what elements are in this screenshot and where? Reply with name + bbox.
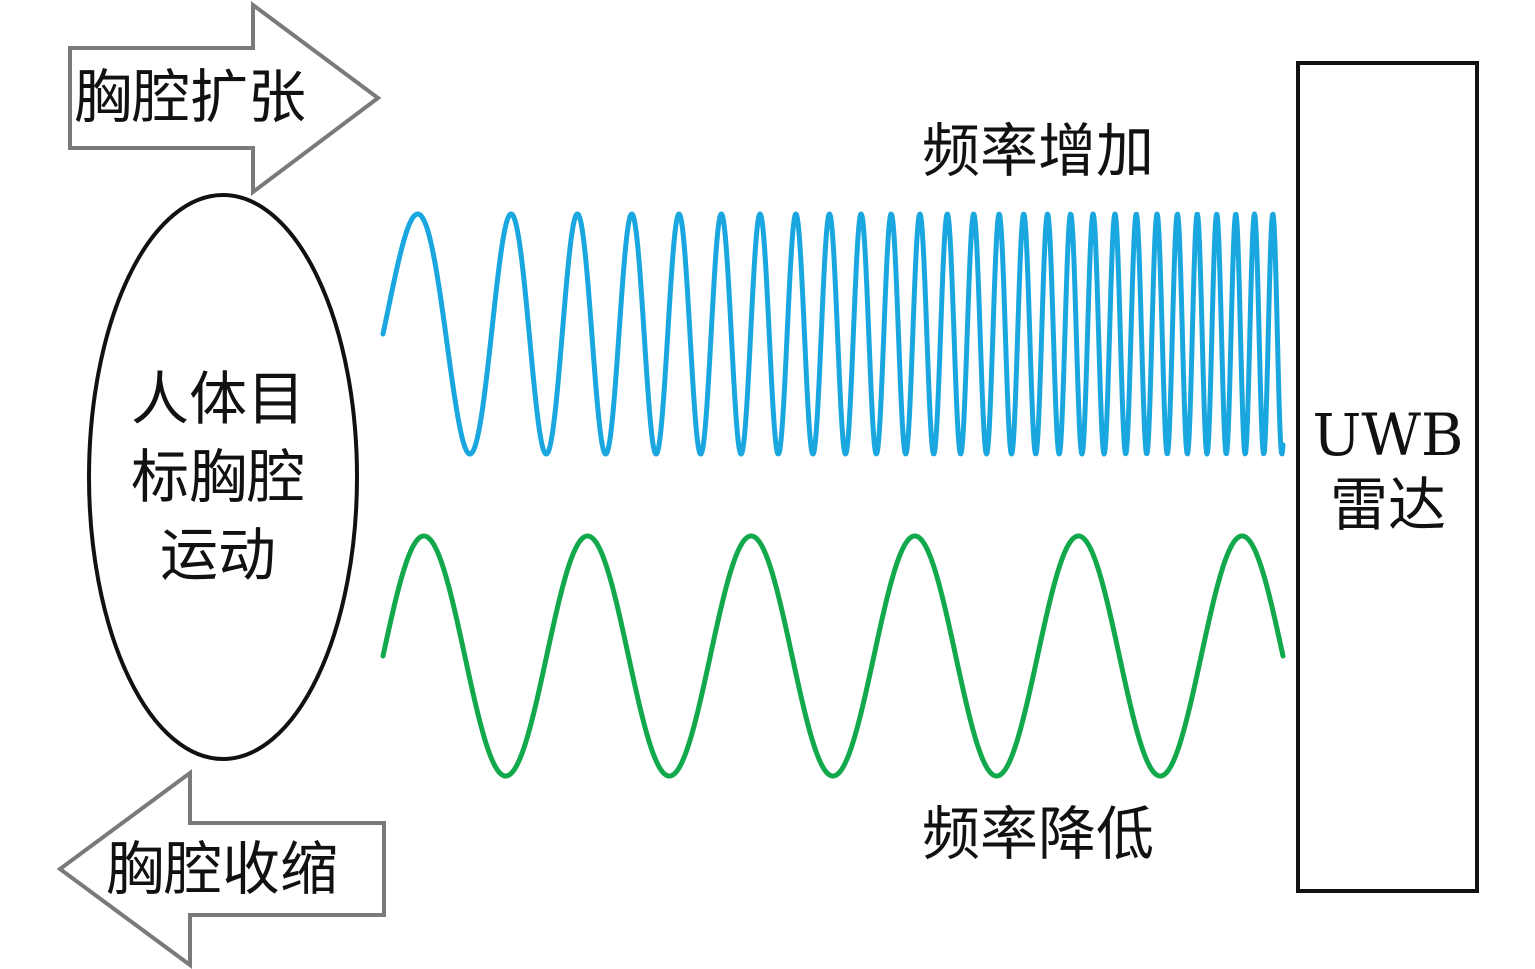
target-label-line1: 人体目 [130, 365, 305, 433]
wave-frequency-decrease [380, 533, 1286, 779]
radar-label-line1: UWB [1312, 401, 1464, 469]
radar-label-line2: 雷达 [1329, 471, 1446, 539]
target-label-line2: 标胸腔 [130, 443, 305, 511]
freq-decrease-label: 频率降低 [922, 800, 1155, 868]
expand-arrow-shape [68, 1, 382, 197]
radar-box [1296, 61, 1479, 893]
target-label-line3: 运动 [159, 521, 276, 589]
contract-arrow-shape [56, 769, 386, 969]
contract-arrow-label: 胸腔收缩 [106, 835, 339, 903]
radar-label: UWB 雷达 [1300, 400, 1476, 540]
freq-increase-label: 频率增加 [922, 117, 1155, 185]
target-label: 人体目 标胸腔 运动 [98, 360, 338, 594]
wave-frequency-increase [380, 211, 1286, 457]
expand-arrow-label: 胸腔扩张 [74, 63, 307, 131]
target-ellipse [87, 193, 359, 761]
